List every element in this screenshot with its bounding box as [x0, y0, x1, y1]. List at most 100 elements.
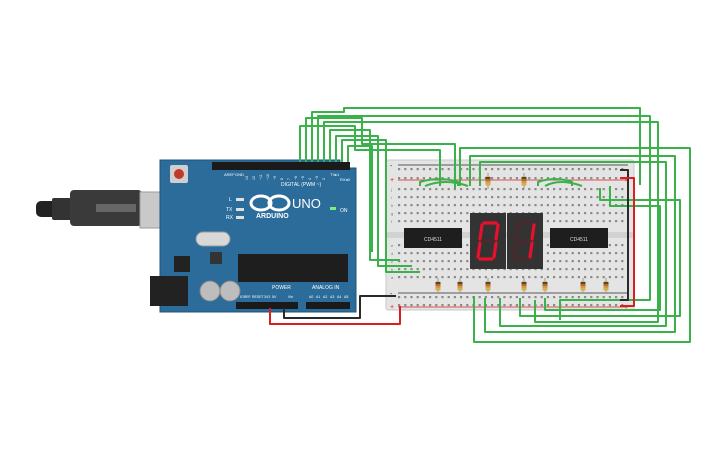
segment	[512, 241, 518, 259]
segment	[530, 223, 536, 241]
chip-left-label: CD4511	[424, 237, 442, 243]
row-letter: h	[391, 203, 393, 208]
green-wire[interactable]	[479, 161, 667, 327]
arduino-board[interactable]: ARDUINO UNO ON L TX RX DIGITAL (PWM ~) A…	[150, 159, 357, 313]
digital-pin-label: ~10	[266, 174, 270, 180]
digit-1-segments	[512, 221, 536, 261]
power-label: POWER	[272, 285, 291, 291]
seven-segment-display-left[interactable]	[470, 213, 506, 269]
green-wire[interactable]	[419, 178, 459, 186]
chip-right[interactable]: CD4511	[550, 228, 608, 248]
resistor[interactable]	[485, 278, 491, 294]
digital-label: DIGITAL (PWM ~)	[281, 182, 321, 188]
power-jack	[150, 276, 188, 306]
resistor[interactable]	[521, 278, 527, 294]
green-wire[interactable]	[299, 125, 441, 186]
rail-minus-bottom: -	[390, 291, 393, 298]
digital-header[interactable]	[212, 162, 350, 170]
analog-pin-label: A4	[337, 295, 341, 299]
green-wire[interactable]	[537, 178, 573, 186]
green-wire[interactable]	[341, 139, 420, 273]
segment	[494, 223, 500, 241]
segment	[528, 241, 534, 259]
row-letter: j	[390, 187, 392, 192]
green-wire[interactable]	[317, 115, 651, 320]
tx0-label: TX▸1	[330, 172, 340, 177]
tx-led-label: TX	[226, 207, 233, 213]
arduino-logo-text: ARDUINO	[256, 213, 289, 220]
rail-plus-bottom: +	[390, 304, 394, 311]
segment	[492, 241, 498, 259]
green-wire[interactable]	[424, 181, 469, 187]
digital-pin-label: ~9	[273, 176, 277, 180]
aref-label: AREF	[224, 172, 235, 177]
rail-plus-top: +	[390, 177, 394, 184]
digital-pin-label: ~6	[294, 176, 298, 180]
row-letter: e	[391, 243, 394, 248]
digital-pin-label: ~5	[301, 176, 305, 180]
green-wire[interactable]	[519, 188, 681, 317]
analog-pin-label: A5	[344, 295, 348, 299]
power-header[interactable]	[236, 302, 298, 309]
rail-plus-top-right: +	[624, 177, 628, 184]
digital-pin-label: 4	[308, 178, 312, 180]
green-wire[interactable]	[323, 121, 659, 323]
resistor[interactable]	[580, 278, 586, 294]
resistor[interactable]	[603, 278, 609, 294]
segment	[514, 223, 520, 241]
red-wire[interactable]	[269, 306, 401, 325]
seven-segment-display-right[interactable]	[507, 213, 543, 269]
on-led	[330, 207, 336, 210]
green-wire[interactable]	[329, 129, 400, 261]
analog-pin-label: A0	[309, 295, 313, 299]
row-letter: b	[391, 267, 394, 272]
row-letter: g	[391, 211, 393, 216]
digital-pin-label: 8	[280, 178, 284, 180]
row-letter: d	[391, 251, 393, 256]
green-wire[interactable]	[347, 145, 373, 252]
rail-plus-bottom-right: +	[624, 304, 628, 311]
resistor[interactable]	[457, 278, 463, 294]
atmega-chip	[238, 254, 348, 282]
black-wire[interactable]	[283, 295, 396, 319]
green-wire[interactable]	[335, 135, 412, 267]
usb-cable[interactable]	[36, 190, 179, 229]
rx-led-label: RX	[226, 215, 234, 221]
rx0-label: RX◂0	[340, 177, 351, 182]
wires[interactable]	[269, 107, 691, 343]
resistor[interactable]	[485, 173, 491, 189]
ioref-label: IOREF	[240, 295, 251, 299]
black-wire[interactable]	[620, 169, 629, 301]
on-led-label: ON	[340, 208, 348, 214]
v33-label: 3V3	[264, 295, 270, 299]
digital-pin-label: 2	[322, 178, 326, 180]
board-model: UNO	[292, 196, 321, 211]
green-wire[interactable]	[544, 186, 661, 311]
resistor[interactable]	[542, 278, 548, 294]
row-letter: f	[391, 219, 393, 224]
green-wire[interactable]	[469, 155, 676, 333]
row-letter: c	[391, 259, 393, 264]
digit-0-segments	[476, 221, 500, 261]
digital-pin-label: 13	[245, 176, 249, 180]
resistor[interactable]	[435, 278, 441, 294]
chip-left[interactable]: CD4511	[404, 228, 462, 248]
resistor[interactable]	[521, 173, 527, 189]
green-wire[interactable]	[311, 107, 641, 185]
digital-pin-label: ~11	[259, 174, 263, 180]
l-led-label: L	[229, 197, 232, 203]
chip-right-label: CD4511	[570, 237, 588, 243]
green-wire[interactable]	[459, 147, 691, 343]
green-wire[interactable]	[544, 181, 583, 187]
segment	[478, 223, 484, 241]
vin-label: Vin	[288, 295, 293, 299]
red-wire[interactable]	[620, 177, 635, 307]
analog-pin-label: A2	[323, 295, 327, 299]
analog-label: ANALOG IN	[312, 285, 340, 291]
rail-minus-top: -	[390, 163, 393, 170]
resistors[interactable]	[435, 173, 609, 294]
analog-header[interactable]	[306, 302, 350, 309]
row-letter: i	[391, 195, 392, 200]
analog-pin-label: A3	[330, 295, 334, 299]
